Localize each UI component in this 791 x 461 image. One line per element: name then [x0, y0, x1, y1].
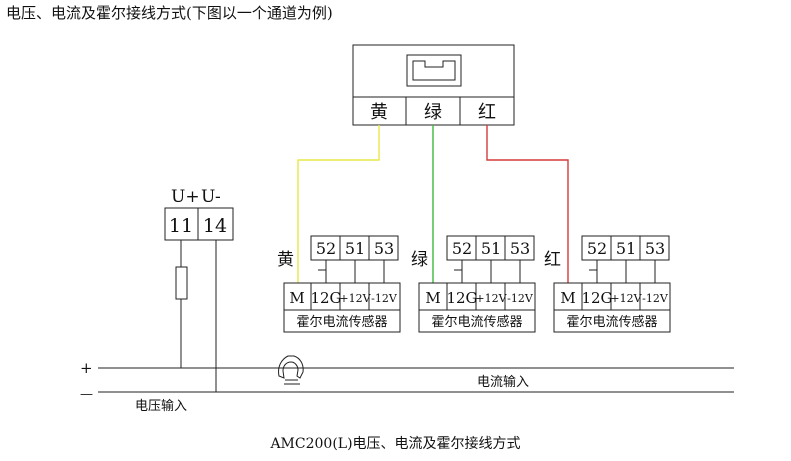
pin-m: M: [425, 289, 440, 307]
sensor-side-label: 红: [544, 250, 561, 270]
terminal-53: 53: [645, 239, 665, 258]
terminal-52: 52: [587, 239, 607, 258]
sensor-name-row: [553, 309, 671, 333]
sensor-terminal-row: [581, 235, 670, 261]
voltage-terminal-box: [164, 207, 234, 241]
pin-minus-12v: -12V: [371, 292, 398, 305]
terminal-51: 51: [345, 239, 365, 258]
voltage-input-label: 电压输入: [135, 398, 187, 414]
terminal-52: 52: [452, 239, 472, 258]
diagram-caption: AMC200(L)电压、电流及霍尔接线方式: [270, 436, 521, 452]
terminal-53: 53: [374, 239, 394, 258]
bus-lines: + — 电压输入 电流输入: [80, 355, 734, 414]
hall-sensor-red: 红 52 51 53 M 12G +12V -12V 霍尔电流传感器: [544, 235, 671, 333]
sensor-pin-row: [553, 282, 671, 311]
u-minus-label: U-: [201, 187, 221, 207]
page-title: 电压、电流及霍尔接线方式(下图以一个通道为例): [6, 4, 333, 22]
terminal-11: 11: [169, 215, 193, 237]
sensor-name: 霍尔电流传感器: [431, 314, 522, 330]
connector-label-green: 绿: [424, 102, 442, 123]
connector-body: [352, 44, 515, 98]
sensor-pin-row: [418, 282, 536, 311]
sensor-name: 霍尔电流传感器: [566, 314, 657, 330]
current-clamp-icon: [278, 355, 304, 385]
sensor-pin-row: [283, 282, 401, 311]
sensor-side-label: 黄: [277, 250, 294, 270]
connector-label-row: [352, 96, 515, 126]
connector-block: 黄 绿 红: [352, 44, 515, 126]
pin-plus-12v: +12V: [475, 292, 507, 305]
terminal-52: 52: [316, 239, 336, 258]
sensor-name-row: [418, 309, 536, 333]
connector-label-red: 红: [478, 102, 496, 123]
terminal-53: 53: [510, 239, 530, 258]
pin-minus-12v: -12V: [507, 292, 534, 305]
pin-12g: 12G: [446, 289, 477, 307]
u-plus-label: U+: [171, 187, 200, 207]
terminal-14: 14: [203, 215, 227, 237]
sensor-terminal-row: [310, 235, 399, 261]
pin-12g: 12G: [310, 289, 341, 307]
hall-sensor-yellow: 黄 52 51 53 M 12G +12V -12V 霍尔电流传感器: [277, 235, 401, 333]
sensor-terminal-row: [446, 235, 535, 261]
red-wire: [486, 125, 569, 283]
yellow-wire: [297, 125, 380, 283]
pin-m: M: [560, 289, 575, 307]
plus-sign: +: [80, 359, 93, 377]
sensor-side-label: 绿: [411, 250, 428, 270]
resistor-icon: [175, 266, 188, 300]
minus-sign: —: [80, 387, 93, 402]
hall-sensor-green: 绿 52 51 53 M 12G +12V -12V 霍尔电流传感器: [411, 235, 536, 333]
pin-plus-12v: +12V: [610, 292, 642, 305]
sensor-name-row: [283, 309, 401, 333]
plug-icon: [406, 54, 462, 87]
sensor-name: 霍尔电流传感器: [296, 314, 387, 330]
pin-minus-12v: -12V: [642, 292, 669, 305]
terminal-51: 51: [481, 239, 501, 258]
pin-m: M: [289, 289, 304, 307]
current-input-label: 电流输入: [477, 374, 529, 390]
terminal-51: 51: [616, 239, 636, 258]
pin-12g: 12G: [581, 289, 612, 307]
voltage-terminal-block: U+ U- 11 14: [164, 187, 234, 392]
pin-plus-12v: +12V: [339, 292, 371, 305]
connector-label-yellow: 黄: [370, 102, 388, 123]
